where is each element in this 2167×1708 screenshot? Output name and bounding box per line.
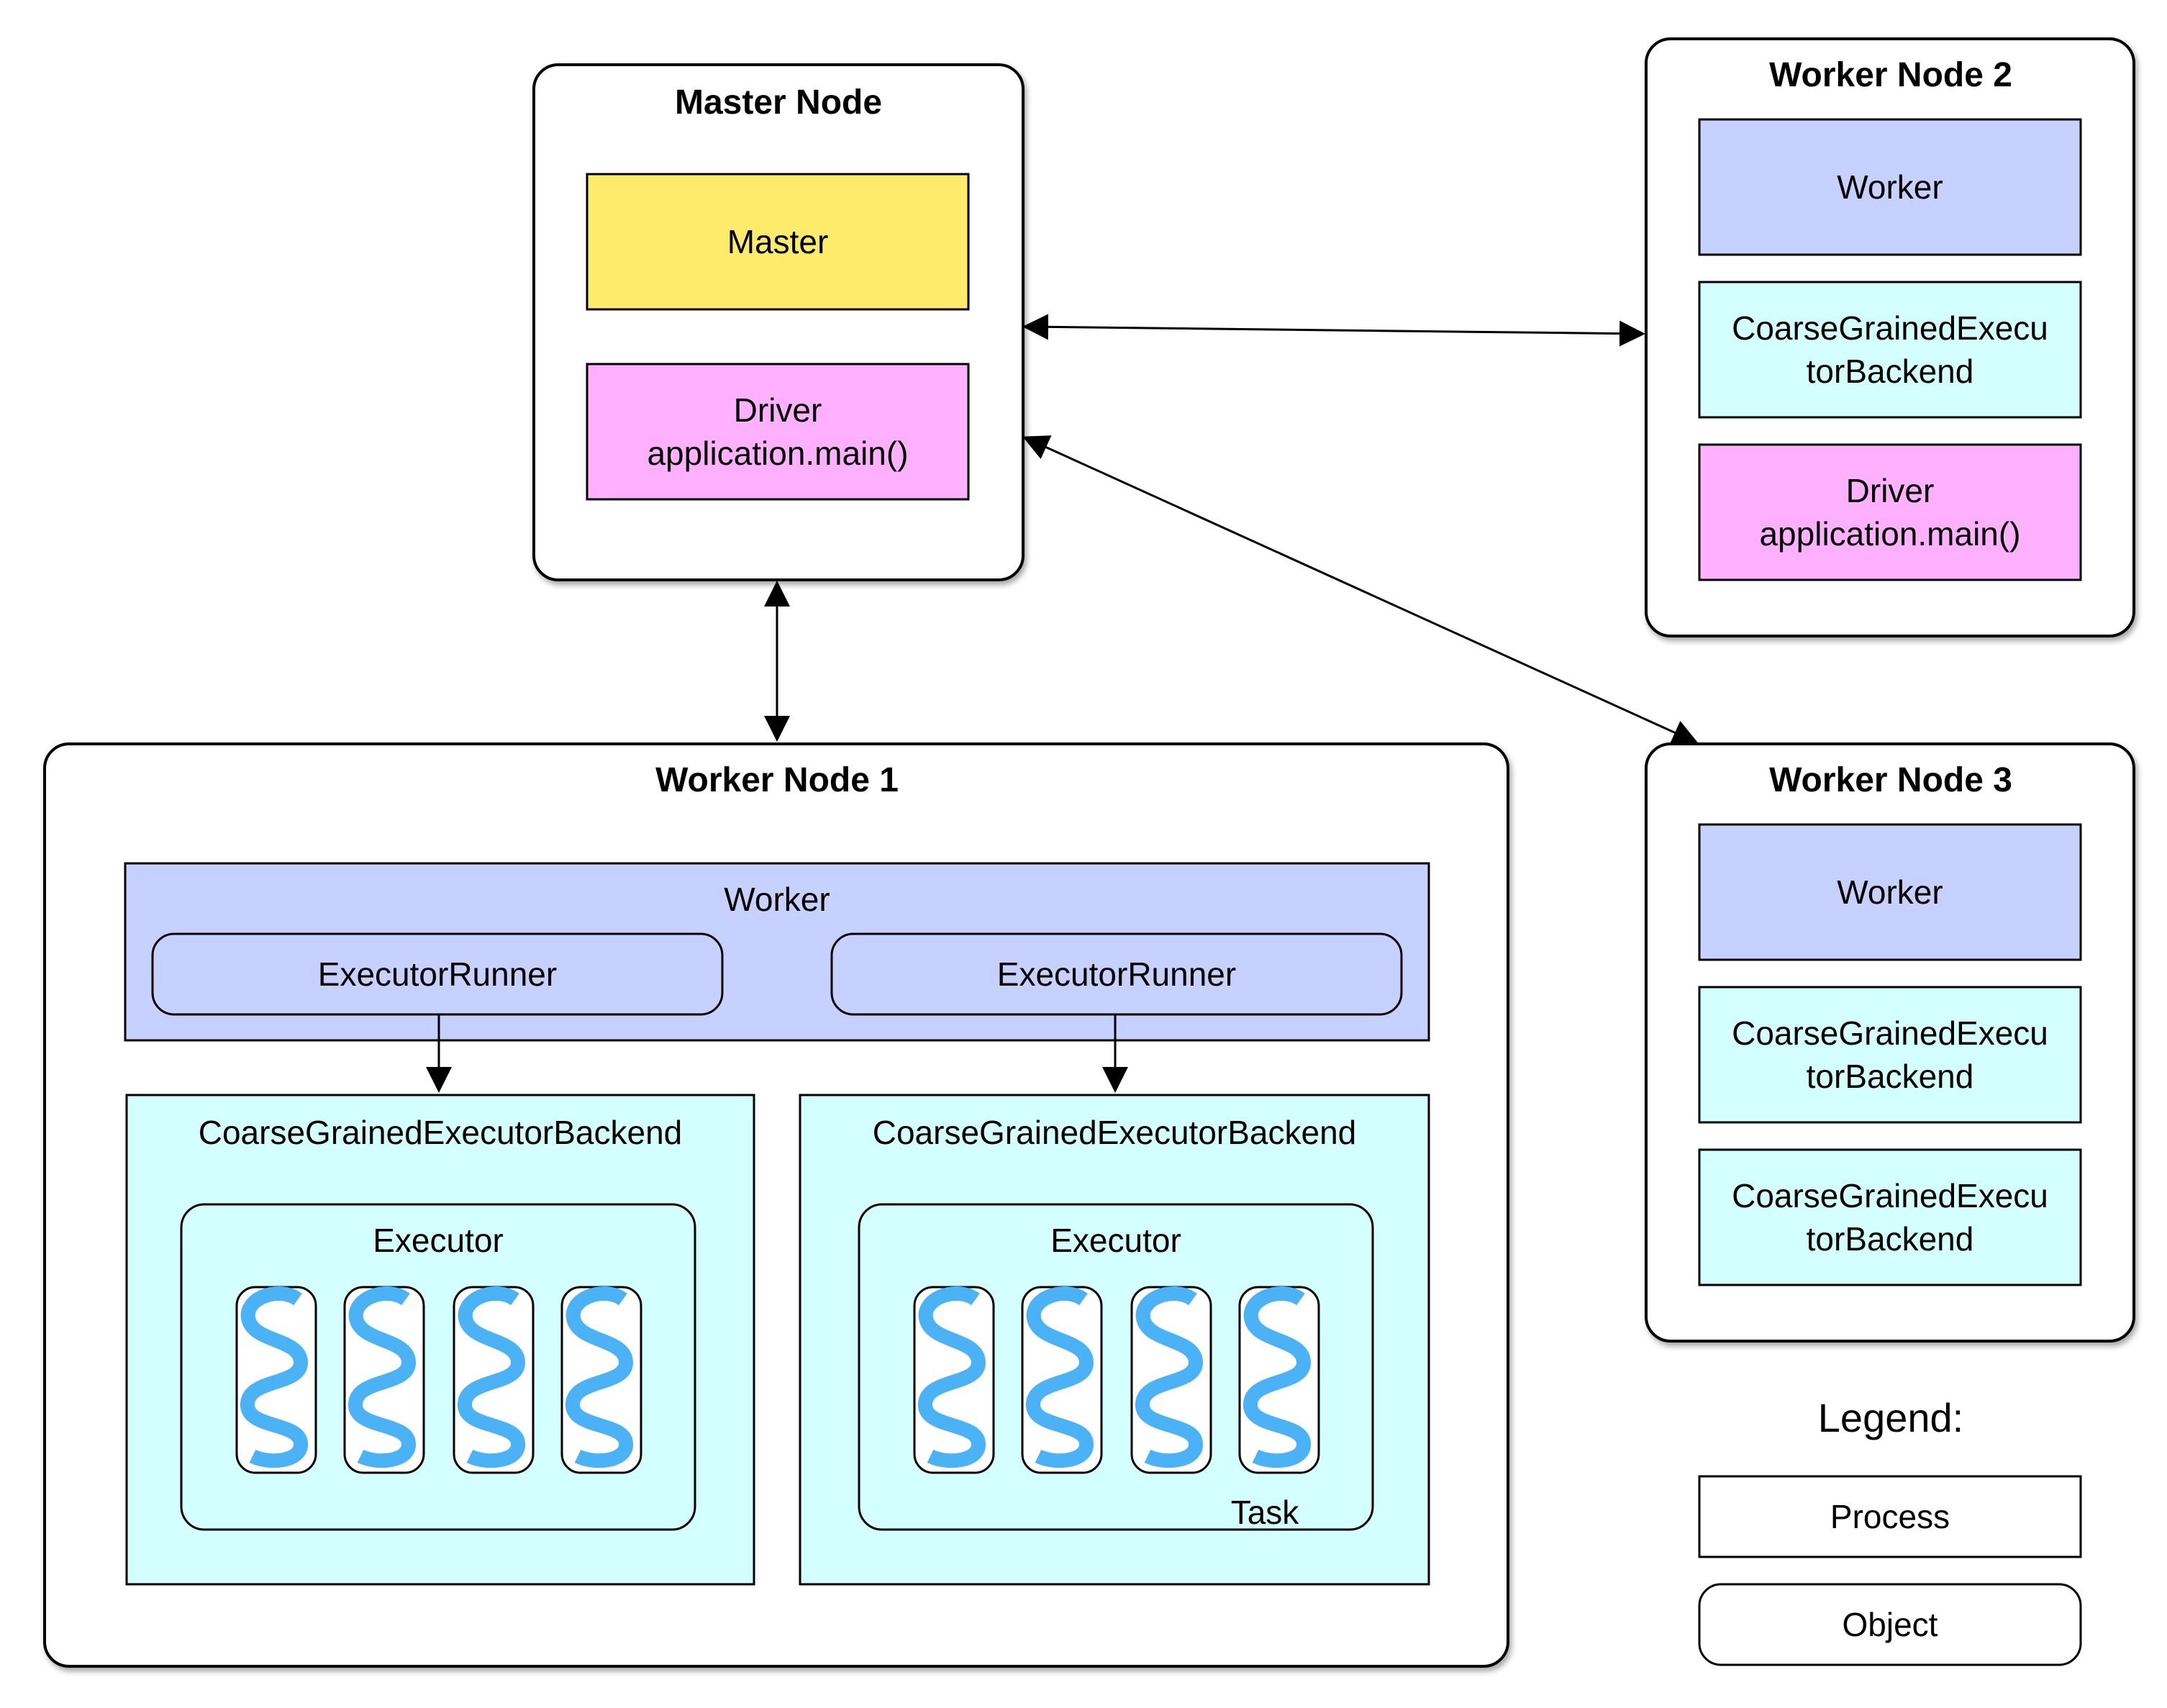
worker-node-1: Worker Node 1 Worker ExecutorRunner Exec… [43, 742, 1509, 1668]
driver-main-label: application.main() [647, 435, 908, 472]
backend-process-right: CoarseGrainedExecutorBackend Executor Ta… [799, 1094, 1430, 1586]
worker-node-1-worker-process: Worker ExecutorRunner ExecutorRunner [124, 862, 1430, 1042]
worker-node-3-backend-process-1: CoarseGrainedExecu torBackend [1698, 986, 2082, 1124]
task-thread-icon [1132, 1287, 1211, 1473]
legend: Legend: Process Object [1698, 1395, 2082, 1666]
worker-node-2-worker-process: Worker [1698, 118, 2082, 256]
task-label: Task [1231, 1494, 1300, 1531]
worker-node-3-backend-process-2: CoarseGrainedExecu torBackend [1698, 1148, 2082, 1286]
backend-label-line1: CoarseGrainedExecu [1732, 309, 2048, 347]
task-thread-icon [1240, 1287, 1319, 1473]
connection-master-worker3 [1022, 435, 1699, 745]
worker-node-2-driver-process: Driver application.main() [1698, 443, 2082, 581]
worker-node-2-title: Worker Node 2 [1769, 56, 2012, 94]
worker-node-3-title: Worker Node 3 [1769, 761, 2012, 799]
master-process: Master [586, 173, 970, 311]
executor-runner-label: ExecutorRunner [997, 955, 1236, 993]
worker-label: Worker [724, 881, 830, 918]
worker-node-3-worker-process: Worker [1698, 823, 2082, 961]
backend-label-line2: torBackend [1807, 1058, 1974, 1095]
legend-title: Legend: [1818, 1395, 1963, 1440]
worker-label: Worker [1837, 168, 1943, 206]
backend-label-line1: CoarseGrainedExecu [1732, 1177, 2048, 1214]
worker-node-2: Worker Node 2 Worker CoarseGrainedExecu … [1645, 37, 2135, 637]
legend-process-label: Process [1830, 1498, 1950, 1535]
backend-process-left: CoarseGrainedExecutorBackend Executor [125, 1094, 755, 1586]
legend-process: Process [1698, 1475, 2082, 1558]
executor-runner-label: ExecutorRunner [318, 955, 557, 993]
worker-node-2-backend-process: CoarseGrainedExecu torBackend [1698, 281, 2082, 419]
executor-runner-right: ExecutorRunner [830, 932, 1403, 1016]
executor-label: Executor [373, 1222, 504, 1259]
backend-label: CoarseGrainedExecutorBackend [873, 1114, 1356, 1151]
master-label: Master [727, 223, 829, 260]
executor-label: Executor [1050, 1222, 1181, 1259]
task-thread-icon [345, 1287, 424, 1473]
master-driver-process: Driver application.main() [586, 363, 970, 501]
connection-master-worker2 [1022, 314, 1645, 347]
driver-label: Driver [734, 391, 822, 429]
worker-node-1-title: Worker Node 1 [655, 761, 899, 799]
task-thread-icon [914, 1287, 994, 1473]
master-node: Master Node Master Driver application.ma… [532, 63, 1025, 581]
executor-runner-left: ExecutorRunner [151, 932, 724, 1016]
task-thread-icon [454, 1287, 533, 1473]
task-thread-icon [562, 1287, 641, 1473]
driver-main-label: application.main() [1759, 515, 2020, 553]
backend-label-line2: torBackend [1807, 1220, 1974, 1258]
executor-left: Executor [180, 1203, 696, 1531]
task-thread-icon [237, 1287, 316, 1473]
backend-label: CoarseGrainedExecutorBackend [199, 1114, 682, 1151]
worker-node-3: Worker Node 3 Worker CoarseGrainedExecu … [1645, 742, 2135, 1343]
backend-label-line1: CoarseGrainedExecu [1732, 1014, 2048, 1052]
legend-object-label: Object [1843, 1606, 1938, 1643]
task-thread-icon [1022, 1287, 1101, 1473]
worker-label: Worker [1837, 873, 1943, 911]
driver-label: Driver [1846, 472, 1935, 509]
backend-label-line2: torBackend [1807, 353, 1974, 390]
legend-object: Object [1698, 1583, 2082, 1666]
executor-right: Executor Task [858, 1203, 1374, 1531]
master-node-title: Master Node [675, 83, 882, 122]
